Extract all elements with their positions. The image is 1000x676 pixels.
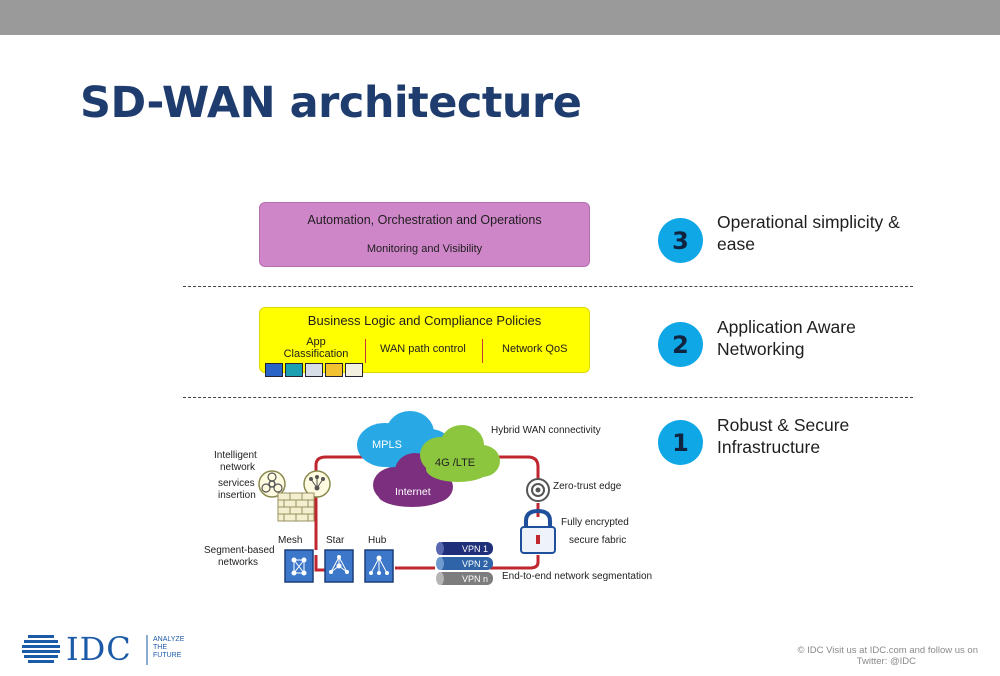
idc-logo-graphic: [22, 635, 148, 665]
tagline-word: THE: [153, 644, 167, 651]
monitoring-subtitle: Monitoring and Visibility: [366, 243, 483, 255]
encrypted-label-line2: secure fabric: [569, 535, 627, 546]
star-topology-icon: [324, 549, 354, 583]
infrastructure-diagram: MPLS 4G /LTE Internet Hybrid WAN connect…: [190, 405, 690, 595]
tagline-word: FUTURE: [153, 652, 182, 659]
slide-title: SD-WAN architecture: [80, 78, 582, 128]
internet-label: Internet: [395, 486, 431, 498]
business-logic-layer-box: Business Logic and Compliance Policies A…: [259, 307, 590, 373]
app-icon: [345, 363, 363, 377]
hub-label: Hub: [368, 535, 387, 546]
automation-title: Automation, Orchestration and Operations: [307, 213, 542, 227]
app-icon: [285, 363, 303, 377]
layer-divider: [183, 286, 913, 287]
benefit-text-2: Application Aware Networking: [717, 317, 856, 359]
number-badge-2: 2: [658, 322, 703, 367]
segment-label-line1: Segment-based: [204, 545, 275, 556]
number-badge-1: 1: [658, 420, 703, 465]
segmentation-label: End-to-end network segmentation: [502, 571, 653, 582]
layer-divider: [183, 397, 913, 398]
vpn-2-label: VPN 2: [462, 559, 489, 569]
tagline-word: ANALYZE: [153, 636, 185, 643]
zero-trust-target-icon: [526, 478, 550, 502]
intelligent-label-line2: network: [220, 462, 256, 473]
network-qos-label: Network QoS: [502, 343, 568, 355]
app-icons-row: [265, 363, 363, 377]
top-bar: [0, 0, 1000, 35]
lock-icon: [520, 508, 556, 554]
separator: [365, 339, 366, 363]
firewall-icon: [277, 492, 315, 522]
intelligent-label-line1: Intelligent: [214, 450, 257, 461]
automation-layer-box: Automation, Orchestration and Operations…: [259, 202, 590, 267]
hub-topology-icon: [364, 549, 394, 583]
star-label: Star: [326, 535, 345, 546]
idc-logo-text: IDC: [66, 630, 132, 668]
lte-cloud: [420, 425, 500, 482]
app-classification-label: App Classification: [283, 336, 349, 360]
benefit-text-1: Robust & Secure Infrastructure: [717, 415, 850, 457]
intelligent-label-line3: services: [218, 478, 255, 489]
vpn-1-label: VPN 1: [462, 544, 489, 554]
idc-logo: IDC ANALYZE THE FUTURE: [22, 630, 212, 668]
zero-trust-label: Zero-trust edge: [553, 481, 622, 492]
biohazard-icon: [258, 470, 286, 498]
idc-tagline: ANALYZE THE FUTURE: [153, 636, 184, 660]
service-nodes-icon: [303, 470, 331, 498]
intelligent-label-line4: insertion: [218, 490, 256, 501]
wan-path-control-label: WAN path control: [380, 343, 466, 355]
vpn-n-pipe: [436, 572, 493, 585]
encrypted-label-line1: Fully encrypted: [561, 517, 629, 528]
benefit-text-3: Operational simplicity & ease: [717, 212, 900, 254]
business-logic-title: Business Logic and Compliance Policies: [307, 313, 542, 328]
footer-line-2: Twitter: @IDC: [856, 656, 916, 667]
lte-label: 4G /LTE: [435, 457, 476, 469]
network-diagram-svg: [258, 411, 556, 585]
app-icon: [265, 363, 283, 377]
app-icon: [325, 363, 343, 377]
mesh-topology-icon: [284, 549, 314, 583]
separator: [482, 339, 483, 363]
vpn-2-pipe: [436, 557, 493, 570]
footer-line-1: © IDC Visit us at IDC.com and follow us …: [797, 645, 978, 656]
number-badge-3: 3: [658, 218, 703, 263]
vpn-1-pipe: [436, 542, 493, 555]
mesh-label: Mesh: [278, 535, 303, 546]
app-icon: [305, 363, 323, 377]
segment-label-line2: networks: [218, 557, 259, 568]
footer-credit: © IDC Visit us at IDC.com and follow us …: [797, 645, 978, 667]
vpn-n-label: VPN n: [462, 574, 489, 584]
mpls-label: MPLS: [372, 439, 402, 451]
hybrid-wan-label: Hybrid WAN connectivity: [491, 425, 601, 436]
